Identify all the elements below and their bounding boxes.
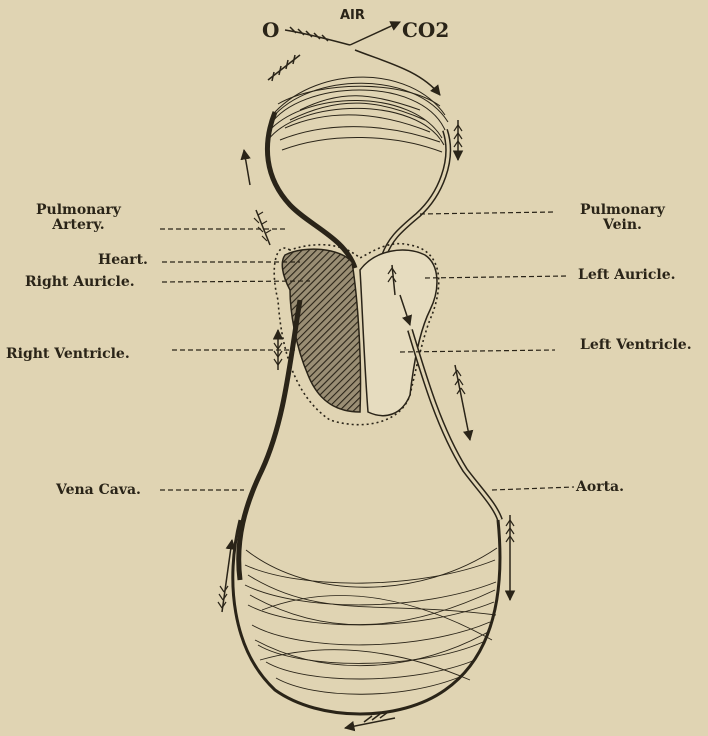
- pulmonary-artery-label-line2: Artery.: [36, 218, 121, 233]
- right-ventricle-label: Right Ventricle.: [6, 347, 130, 362]
- pulmonary-artery-label-line1: Pulmonary: [36, 203, 121, 218]
- pulmonary-vein-label-line1: Pulmonary: [580, 203, 665, 218]
- right-auricle-label: Right Auricle.: [25, 275, 135, 290]
- heart-label: Heart.: [98, 253, 148, 268]
- pulmonary-vein-label: Pulmonary Vein.: [580, 203, 665, 233]
- co2-label: CO2: [402, 18, 449, 42]
- lung-capillaries: [268, 77, 448, 152]
- left-heart: [360, 250, 437, 416]
- body-outline: [233, 520, 500, 714]
- body-capillaries: [245, 548, 497, 694]
- left-ventricle-label: Left Ventricle.: [580, 338, 692, 353]
- vena-cava-label: Vena Cava.: [56, 483, 141, 498]
- pulmonary-artery-label: Pulmonary Artery.: [36, 203, 121, 233]
- vena-cava: [239, 300, 300, 580]
- oxygen-label: O: [262, 18, 279, 42]
- aorta-label: Aorta.: [576, 480, 624, 495]
- aorta: [410, 330, 500, 520]
- air-label: AIR: [340, 8, 365, 23]
- pulmonary-artery: [267, 112, 355, 268]
- left-auricle-label: Left Auricle.: [578, 268, 675, 283]
- pulmonary-vein-label-line2: Vein.: [580, 218, 665, 233]
